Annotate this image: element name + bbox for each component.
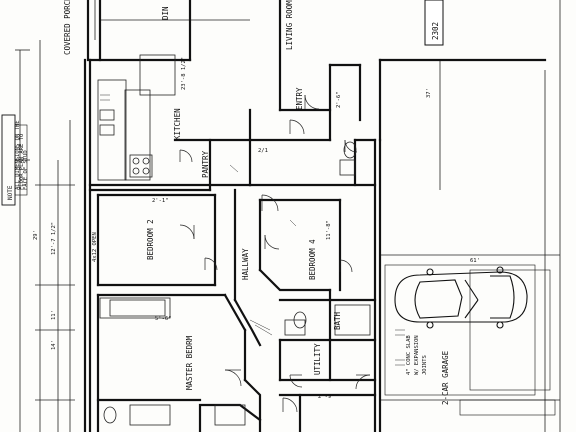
dim-2-9: 2'-9" xyxy=(318,394,335,400)
dim-14: 14' xyxy=(51,340,57,350)
misc-notes: 4" CONC SLAB W/ EXPANSION JOINTS 4x12 OP… xyxy=(92,148,428,375)
room-note: 4x12 OPEN xyxy=(92,232,98,262)
car-icon xyxy=(394,266,528,329)
dim-2-1: 2'-1" xyxy=(152,198,169,204)
door-swings xyxy=(179,94,371,413)
room-pantry: PANTRY xyxy=(201,150,210,178)
room-master-bedroom: MASTER BEDRM xyxy=(185,335,194,390)
dim-12-7: 12'-7 1/2" xyxy=(51,222,57,255)
dimension-labels: 29' 23'-8 1/2" 12'-7 1/2" 14' 11' 61' 37… xyxy=(33,57,480,400)
room-covered-porch: COVERED PORCH xyxy=(63,0,72,55)
dim-23-8: 23'-8 1/2" xyxy=(181,57,187,90)
room-bath: BATH xyxy=(333,311,342,330)
master-bed-fixtures xyxy=(99,297,171,319)
room-entry: ENTRY xyxy=(295,87,304,110)
hatching xyxy=(100,94,405,366)
garage xyxy=(384,264,556,416)
dim-61: 61' xyxy=(470,258,480,264)
room-garage: 2-CAR GARAGE xyxy=(441,350,450,405)
kitchen-fixtures xyxy=(97,54,176,181)
bath-fixtures xyxy=(103,141,371,426)
room-living: LIVING ROOM xyxy=(285,0,294,50)
dim-2-6: 2'-6" xyxy=(336,91,342,108)
plan-number-tag: 2302 xyxy=(424,0,444,46)
walls xyxy=(83,0,547,432)
garage-note-1: 4" CONC SLAB xyxy=(406,335,412,375)
room-kitchen: KITCHEN xyxy=(173,108,182,140)
dim-11: 11' xyxy=(51,310,57,320)
dim-5-6: 5'-6" xyxy=(155,316,172,322)
plan-number: 2302 xyxy=(431,22,440,40)
room-utility: UTILITY xyxy=(313,343,322,375)
dim-29: 29' xyxy=(33,230,39,240)
garage-note-3: JOINTS xyxy=(422,355,428,375)
general-note: NOTE ALL DIMENSIONS ON THE FLOOR PLAN AR… xyxy=(1,114,29,206)
code-mark: 2/1 xyxy=(258,148,268,154)
note-line-1: ALL DIMENSIONS ON THE xyxy=(15,120,21,190)
note-line-2: FLOOR PLAN ARE TO xyxy=(19,134,25,190)
room-labels: COVERED PORCH DIN LIVING ROOM KITCHEN PA… xyxy=(63,0,450,405)
garage-note-2: W/ EXPANSION xyxy=(414,335,420,375)
room-bedroom-2: BEDROOM 2 xyxy=(146,219,155,260)
note-tag: NOTE xyxy=(7,185,14,200)
dimension-lines xyxy=(15,0,561,432)
room-bedroom-4: BEDROOM 4 xyxy=(308,239,317,280)
note-line-3: FACE OF STUD xyxy=(23,150,29,190)
dim-37: 37' xyxy=(426,88,432,98)
dim-11-8: 11'-8" xyxy=(326,220,332,240)
room-dining: DIN xyxy=(161,6,170,20)
room-hallway: HALLWAY xyxy=(241,248,250,280)
